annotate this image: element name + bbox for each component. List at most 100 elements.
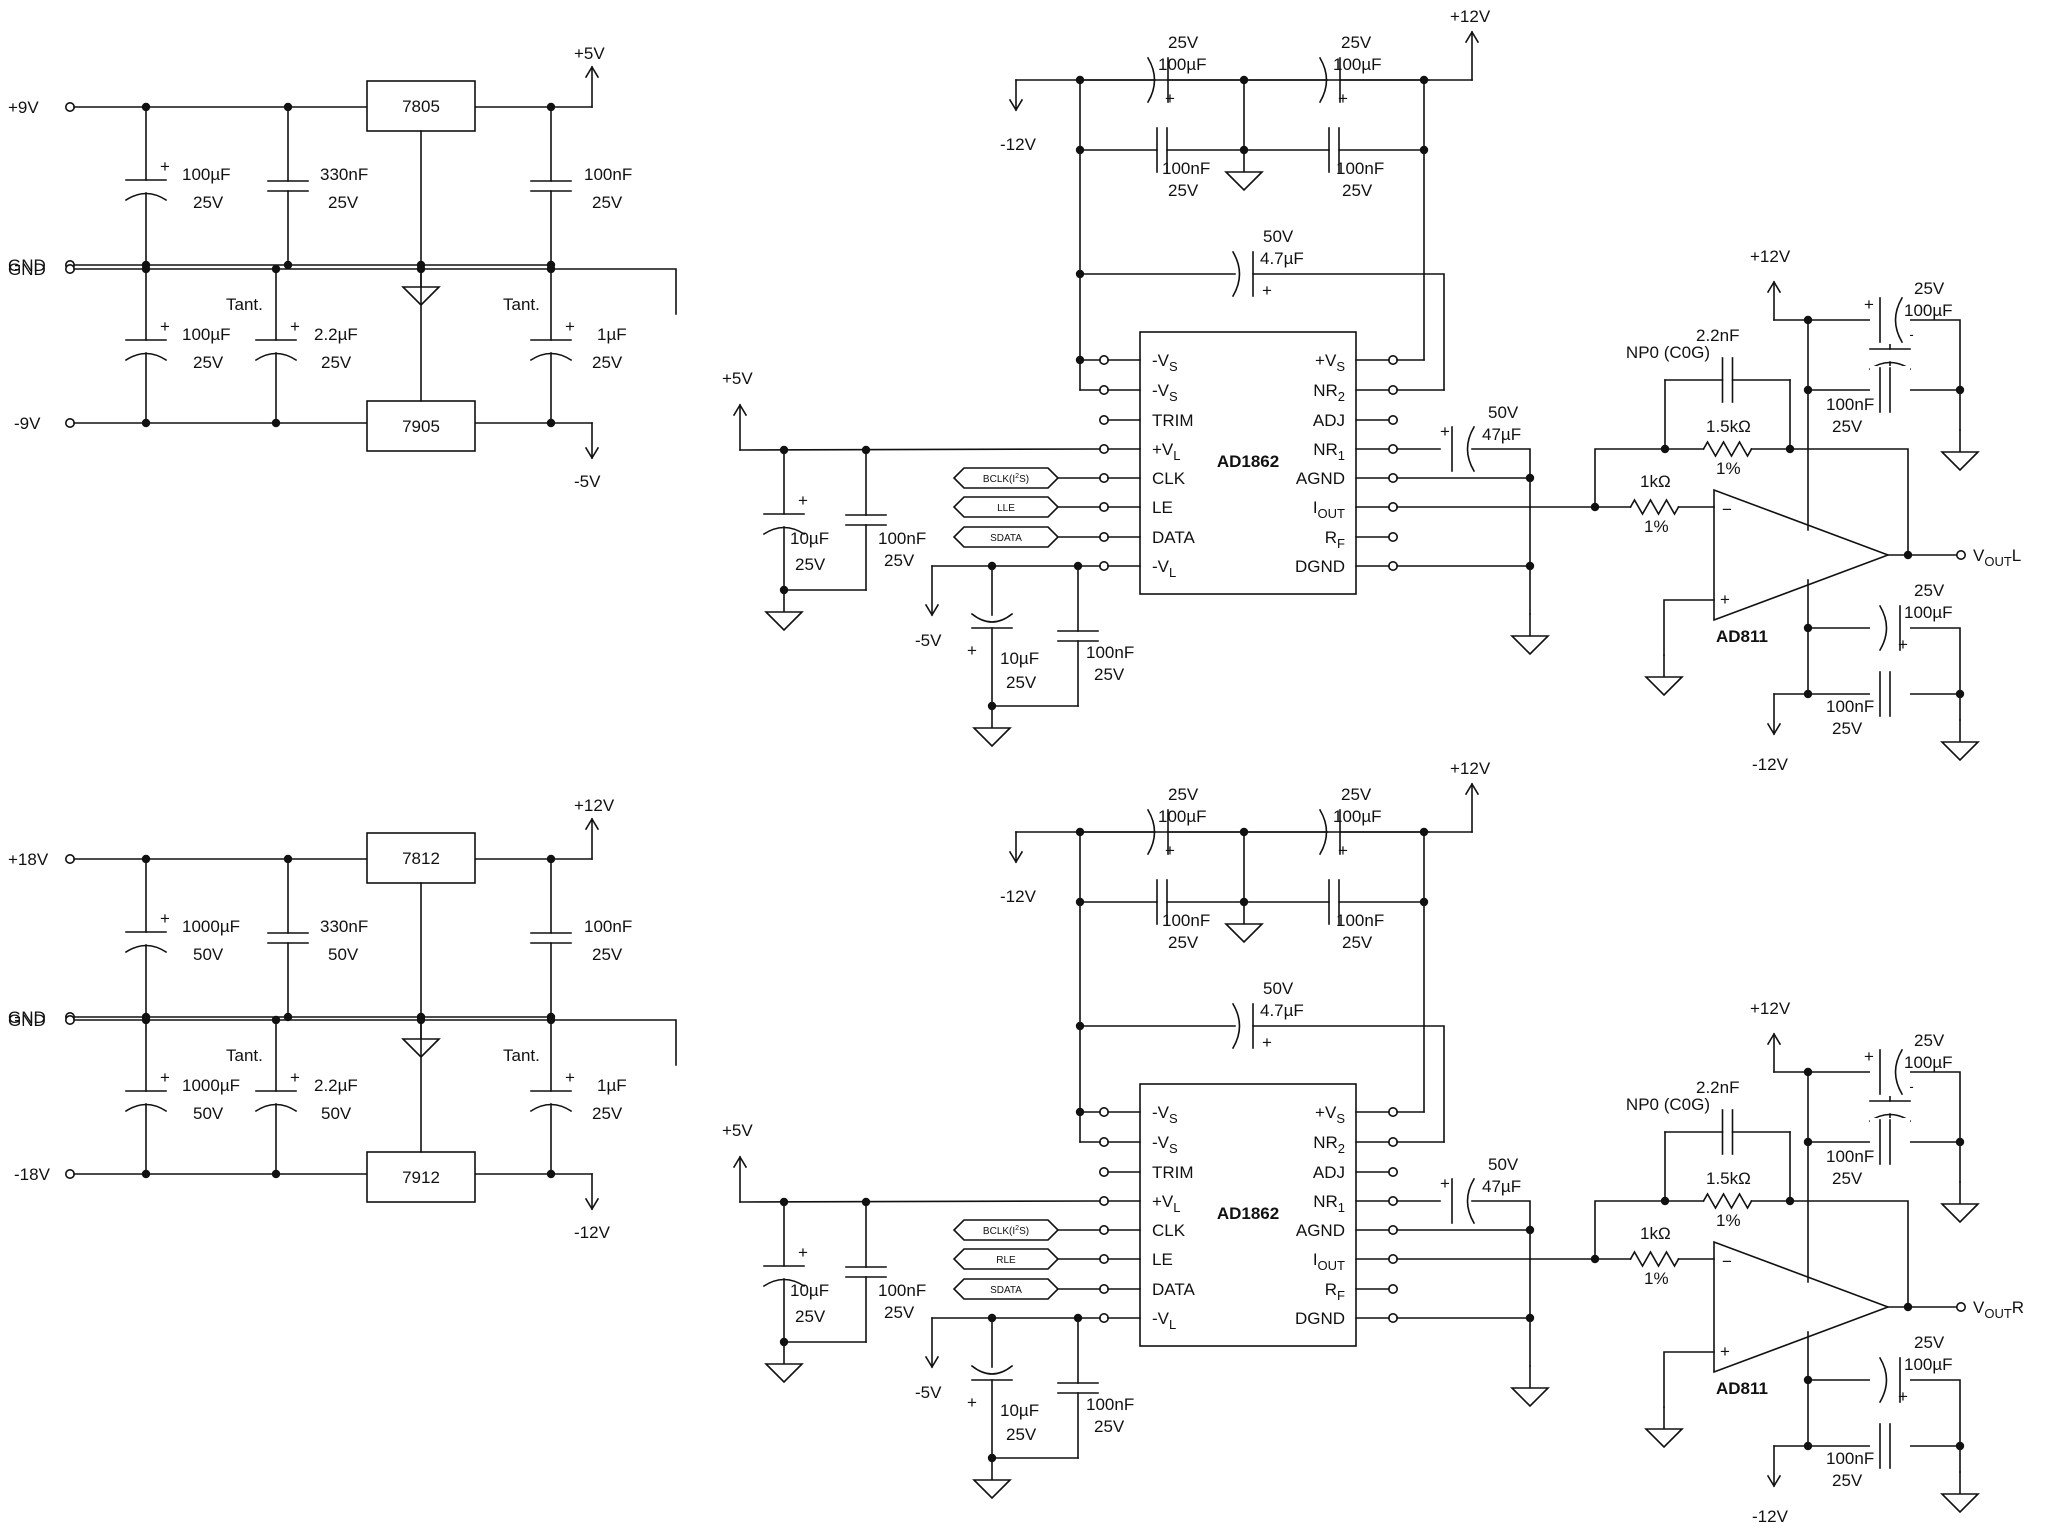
terminal [1388,1283,1399,1294]
regulator-part: 7905 [402,417,440,436]
label: NP0 (C0G) [1626,1095,1710,1114]
label: 1% [1716,459,1741,478]
terminal [1099,1136,1110,1147]
dac-pin-label: -VS [1152,1133,1178,1156]
signal-label: RLE [996,1255,1016,1266]
label: 100µF [182,165,231,184]
label-main: -V [1152,351,1170,370]
label-subscript: L [1173,448,1180,463]
junction-dot [1419,145,1429,155]
label-main: DGND [1295,1309,1345,1328]
ground-icon [1940,1493,1980,1514]
opamp-triangle [1713,1240,1891,1374]
dac-pin-label: -VS [1152,1103,1178,1126]
dac-pin-label: DGND [1295,557,1345,576]
label: +18V [8,850,49,869]
label: AD811 [1716,1379,1768,1398]
label-main: R [1325,1280,1337,1299]
arrow-down-icon [1008,850,1024,864]
label: 25V [884,551,915,570]
label-subscript: S [1169,359,1178,374]
junction-dot [1075,145,1085,155]
wire [739,1200,1101,1203]
junction-dot [141,854,151,864]
label: 25V [1341,785,1372,804]
label: 100µF [1904,603,1953,622]
terminal [65,263,76,274]
label: 2.2nF [1696,326,1739,345]
junction-dot [1803,385,1813,395]
wire [73,268,677,315]
dac-pin-label: -VL [1152,557,1176,580]
arrow-down-icon [924,1355,940,1369]
terminal [1099,501,1110,512]
signal-label: BCLK(I2S) [983,473,1029,485]
label: 1% [1716,1211,1741,1230]
capacitor-curved-plate [1894,296,1904,344]
ground-icon [972,1479,1012,1500]
label-main: AGND [1296,469,1345,488]
dac-pin-label: CLK [1152,1221,1186,1240]
junction-dot [271,1015,281,1025]
terminal [65,854,76,865]
label: 47µF [1482,1177,1521,1196]
terminal [1388,560,1399,571]
label: Tant. [503,295,540,314]
resistor-zigzag [1702,1192,1753,1210]
label: 330nF [320,917,368,936]
dac-part: AD1862 [1217,452,1279,471]
regulator-part: 7912 [402,1168,440,1187]
terminal [1388,1195,1399,1206]
dac-pin-label: RF [1325,1280,1345,1303]
terminal [1388,1312,1399,1323]
label: 50V [193,1104,224,1123]
label: + [967,641,977,660]
channel-right: -12V+12V25V100µF+25V100µF+100nF25V100nF2… [722,759,2024,1523]
label: 2.2nF [1696,1078,1739,1097]
label: 25V [1342,181,1373,200]
dac-pin-label: -VL [1152,1309,1176,1332]
label: 25V [1006,1425,1037,1444]
capacitor-curved-plate [970,1364,1014,1375]
wire [73,1019,677,1066]
label: 25V [795,1307,826,1326]
dac-pin-label: RF [1325,528,1345,551]
junction-dot [1073,1313,1083,1323]
label: 100nF [1336,911,1384,930]
capacitor-curved-plate [970,612,1014,623]
junction-dot [1075,897,1085,907]
terminal [1099,1312,1110,1323]
label-main: CLK [1152,1221,1186,1240]
label: 100nF [1826,1147,1874,1166]
label: 1µF [597,325,627,344]
dac-pin-label: -VS [1152,381,1178,404]
label-superscript: 2 [1015,1225,1019,1232]
label: + [1338,841,1348,860]
wire [1663,599,1715,656]
dac-part: AD1862 [1217,1204,1279,1223]
label: -18V [14,1165,51,1184]
ground-icon [1224,171,1264,192]
terminal [1099,443,1110,454]
ground-icon [1940,1203,1980,1224]
regulator-part: 7812 [402,849,440,868]
label-main: I [1313,498,1318,517]
label: 4.7µF [1260,249,1304,268]
label: + [1262,1033,1272,1052]
terminal [1388,472,1399,483]
capacitor-curved-plate [124,352,168,362]
label: 25V [1832,719,1863,738]
wire [1471,448,1531,479]
dac-pin-label: CLK [1152,469,1186,488]
label-subscript: S [1336,1111,1345,1126]
label-main: R [1325,528,1337,547]
label-subscript: S [1169,1111,1178,1126]
signal-connector [952,1219,1060,1241]
wire [1396,1229,1531,1367]
label: 4.7µF [1260,1001,1304,1020]
label: 25V [1914,279,1945,298]
label-main: ADJ [1313,1163,1345,1182]
terminal [1956,549,1967,560]
label: +5V [574,44,605,63]
